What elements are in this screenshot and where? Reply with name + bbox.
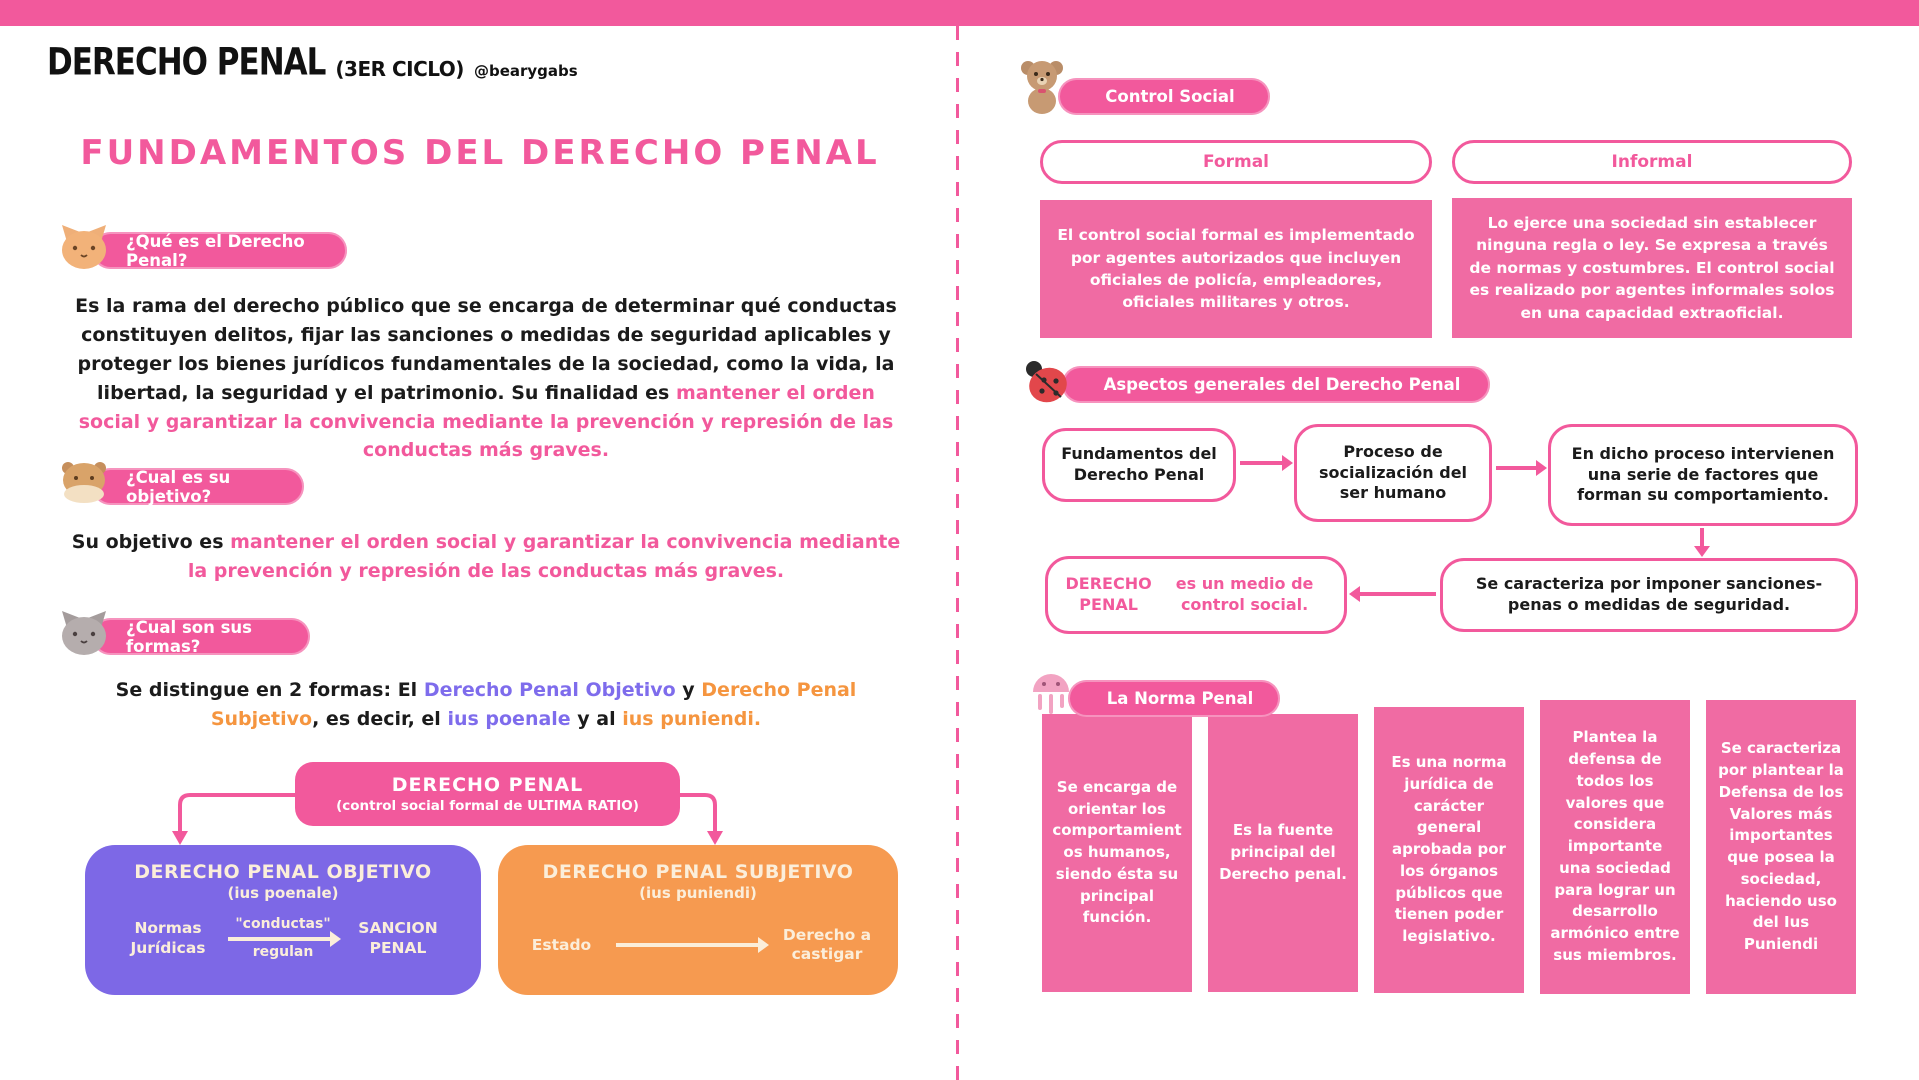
answer-text: , es decir, el [312, 707, 448, 730]
informal-description-box: Lo ejerce una sociedad sin establecer ni… [1452, 198, 1852, 338]
question-pill-objetivo: ¿Cual es su objetivo? [92, 467, 304, 506]
root-box-subtitle: (control social formal de ULTIMA RATIO) [336, 798, 639, 814]
section-pill-label: Control Social [1105, 87, 1235, 106]
page-divider-dashed-line [956, 26, 959, 1080]
answer-text: y [675, 679, 702, 701]
flow-box-text: es un medio de control social. [1175, 574, 1314, 614]
norma-card: Se encarga de orientar los comportamient… [1042, 714, 1192, 992]
orange-cat-icon [62, 225, 106, 269]
subjetivo-flow-row: Estado Derecho a castigar [498, 926, 898, 965]
flow-box-text: Proceso de socialización del ser humano [1318, 441, 1468, 503]
answer-text: Es la rama del derecho público que se en… [75, 295, 897, 404]
section-pill-control-social: Control Social [1058, 78, 1270, 115]
flow-box-factores: En dicho proceso intervienen una serie d… [1548, 424, 1858, 526]
answer-text: Su objetivo es [71, 531, 231, 553]
arrow-label-top: "conductas" [235, 916, 331, 932]
norma-card-text: Se encarga de orientar los comportamient… [1052, 777, 1182, 927]
document-header: DERECHO PENAL (3ER CICLO) @bearygabs [47, 41, 578, 84]
norma-card-text: Es una norma jurídica de carácter genera… [1391, 753, 1507, 946]
flow-box-text-bold: DERECHO PENAL [1065, 574, 1152, 614]
arrow-label-bottom: regulan [252, 943, 314, 960]
teddy-bear-icon [1021, 61, 1063, 114]
flow-arrow-left-icon [1349, 586, 1436, 602]
document-title: DERECHO PENAL [47, 40, 326, 84]
answer-text: Se distingue en 2 formas: El [115, 679, 424, 701]
question-pill-formas: ¿Cual son sus formas? [92, 617, 310, 656]
flow-box-text: Fundamentos del Derecho Penal [1061, 444, 1217, 484]
norma-card: Se caracteriza por plantear la Defensa d… [1706, 700, 1856, 994]
tree-connector-arrows [172, 793, 723, 845]
top-accent-bar [0, 0, 1919, 26]
flow-box-medio-control: DERECHO PENAL es un medio de control soc… [1045, 556, 1347, 634]
subjetivo-subtitle: (ius puniendi) [639, 884, 757, 902]
flow-box-fundamentos: Fundamentos del Derecho Penal [1042, 428, 1236, 502]
answer-text-orange: ius puniendi. [622, 707, 762, 730]
section-pill-aspectos-generales: Aspectos generales del Derecho Penal [1062, 366, 1490, 403]
formal-description-box: El control social formal es implementado… [1040, 200, 1432, 338]
answer-objetivo: Su objetivo es mantener el orden social … [70, 528, 902, 586]
author-handle: @bearygabs [473, 62, 578, 80]
norma-card: Es la fuente principal del Derecho penal… [1208, 714, 1358, 992]
root-box-title: DERECHO PENAL [391, 774, 584, 796]
flow-box-sanciones: Se caracteriza por imponer sanciones- pe… [1440, 558, 1858, 632]
norma-card-text: Plantea la defensa de todos los valores … [1550, 728, 1680, 964]
answer-que-es: Es la rama del derecho público que se en… [70, 292, 902, 465]
question-pill-que-es: ¿Qué es el Derecho Penal? [92, 231, 347, 270]
page-title: FUNDAMENTOS DEL DERECHO PENAL [80, 133, 880, 173]
section-pill-norma-penal: La Norma Penal [1068, 680, 1280, 717]
objetivo-to: SANCION PENAL [358, 919, 438, 957]
right-arrow-icon [228, 930, 341, 947]
bear-pancake-icon [62, 462, 106, 503]
derecho-penal-subjetivo-box: DERECHO PENAL SUBJETIVO (ius puniendi) E… [498, 845, 898, 995]
answer-text-highlight: mantener el orden social y garantizar la… [78, 381, 894, 462]
question-pill-label: ¿Cual son sus formas? [126, 617, 252, 656]
ladybug-icon [1026, 361, 1067, 403]
objetivo-from: Normas Jurídicas [130, 919, 206, 957]
answer-text: y al [570, 707, 623, 730]
flow-arrow-right-icon [1240, 455, 1293, 471]
formal-label: Formal [1203, 152, 1269, 172]
objetivo-subtitle: (ius poenale) [227, 884, 339, 902]
informal-label: Informal [1611, 152, 1693, 172]
derecho-penal-objetivo-box: DERECHO PENAL OBJETIVO (ius poenale) Nor… [85, 845, 481, 995]
norma-card: Plantea la defensa de todos los valores … [1540, 700, 1690, 994]
norma-card-text: Es la fuente principal del Derecho penal… [1219, 821, 1347, 883]
subjetivo-to: Derecho a castigar [782, 926, 872, 964]
answer-formas: Se distingue en 2 formas: El Derecho Pen… [60, 676, 912, 734]
document-cycle: (3ER CICLO) [335, 57, 464, 81]
section-pill-label: La Norma Penal [1106, 689, 1254, 708]
answer-text-purple: ius poenale [447, 707, 571, 730]
derecho-penal-root-box: DERECHO PENAL (control social formal de … [295, 762, 680, 826]
formal-header-pill: Formal [1040, 140, 1432, 184]
gray-cat-icon [62, 611, 106, 655]
flow-box-text: Se caracteriza por imponer sanciones- pe… [1475, 574, 1823, 614]
flow-box-socializacion: Proceso de socialización del ser humano [1294, 424, 1492, 522]
answer-text-purple: Derecho Penal Objetivo [423, 679, 676, 701]
norma-card-text: Se caracteriza por plantear la Defensa d… [1718, 739, 1844, 953]
flow-box-text: En dicho proceso intervienen una serie d… [1571, 443, 1835, 505]
formal-description: El control social formal es implementado… [1057, 226, 1415, 312]
informal-header-pill: Informal [1452, 140, 1852, 184]
question-pill-label: ¿Cual es su objetivo? [126, 467, 231, 506]
objetivo-title: DERECHO PENAL OBJETIVO [134, 861, 432, 883]
question-pill-label: ¿Qué es el Derecho Penal? [126, 231, 305, 270]
flow-arrow-down-icon [1694, 528, 1710, 557]
informal-description: Lo ejerce una sociedad sin establecer ni… [1469, 213, 1835, 322]
objetivo-arrow-group: "conductas" regulan [228, 916, 341, 961]
flow-arrow-right-icon [1496, 460, 1547, 476]
subjetivo-from: Estado [531, 935, 592, 954]
objetivo-flow-row: Normas Jurídicas "conductas" regulan SAN… [85, 916, 481, 961]
subjetivo-title: DERECHO PENAL SUBJETIVO [542, 861, 854, 883]
answer-text-highlight: mantener el orden social y garantizar la… [187, 531, 901, 582]
answer-text-orange: Derecho Penal Subjetivo [210, 679, 857, 730]
jellyfish-icon [1033, 674, 1069, 714]
section-pill-label: Aspectos generales del Derecho Penal [1103, 375, 1461, 394]
norma-card: Es una norma jurídica de carácter genera… [1374, 707, 1524, 993]
right-arrow-icon [615, 937, 769, 954]
